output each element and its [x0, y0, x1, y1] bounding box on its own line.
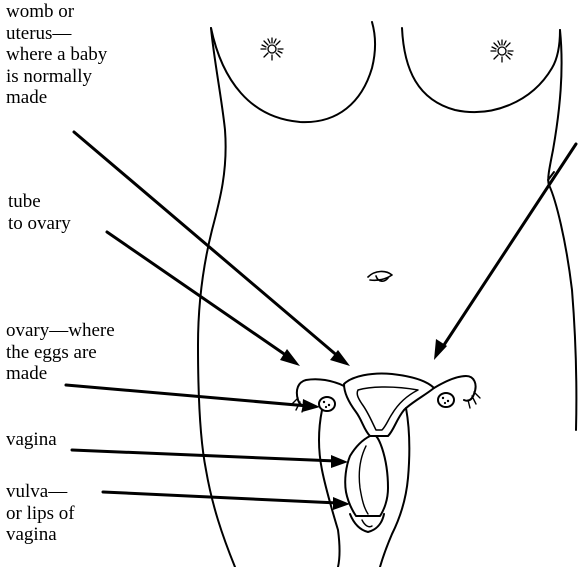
vaginal-canal	[359, 446, 368, 514]
uterus	[344, 373, 434, 436]
womb-label: womb or uterus— where a baby is normally…	[6, 1, 107, 109]
right-thigh-line	[380, 408, 409, 567]
right-nipple	[491, 40, 513, 62]
left-nipple	[261, 38, 283, 60]
body-outline-right	[548, 30, 576, 430]
ovary-arrow-line	[66, 385, 308, 406]
left-breast-outline	[211, 22, 375, 122]
navel	[368, 271, 392, 281]
ovary-eggs	[323, 397, 449, 408]
vulva-label: vulva— or lips of vagina	[6, 481, 75, 546]
left-ovary	[319, 397, 335, 411]
vagina-arrowhead	[331, 455, 348, 468]
ovary-label: ovary—where the eggs are made	[6, 320, 115, 385]
right-breast-outline	[402, 28, 560, 112]
left-thigh-line	[319, 410, 340, 567]
pointer-arrows	[66, 132, 576, 503]
vulva-detail	[362, 520, 372, 527]
right-fallopian-tube	[434, 376, 476, 401]
ovary-arrowhead	[302, 399, 320, 412]
right-arrow-line	[442, 144, 576, 348]
right-ovary	[438, 393, 454, 407]
vagina	[345, 436, 388, 516]
vulva-arrow-line	[103, 492, 338, 503]
tube-label: tube to ovary	[8, 191, 71, 234]
vagina-label: vagina	[6, 429, 57, 451]
